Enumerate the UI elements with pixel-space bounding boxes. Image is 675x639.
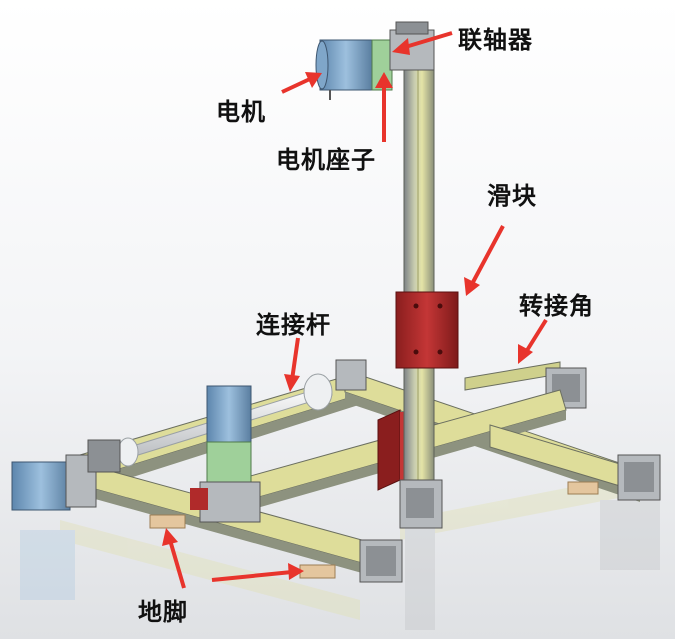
label-foot: 地脚 <box>138 598 188 626</box>
foot-left <box>149 514 186 529</box>
label-coupling: 联轴器 <box>458 26 533 54</box>
label-motor-mount: 电机座子 <box>276 146 376 174</box>
arrow-coupling <box>392 31 453 55</box>
arrow-slider <box>464 225 505 296</box>
motor-top <box>315 39 373 100</box>
motor-middle <box>190 385 261 523</box>
foot-right <box>567 481 599 495</box>
foot-middle <box>299 564 336 579</box>
arrow-motor-mount <box>375 72 393 142</box>
label-corner-bracket: 转接角 <box>519 292 594 320</box>
arrow-corner <box>518 318 548 364</box>
label-slider: 滑块 <box>487 182 537 210</box>
rail-right-front <box>489 424 661 501</box>
arrow-motor <box>281 72 322 94</box>
arrows <box>162 31 548 589</box>
corner-bracket <box>464 361 587 409</box>
slider-upper <box>395 291 459 369</box>
arrow-foot-left <box>162 528 186 589</box>
label-motor: 电机 <box>216 98 266 126</box>
arrow-rod <box>284 337 300 392</box>
floor-reflection <box>20 470 660 630</box>
arrow-foot-middle <box>211 563 304 582</box>
coupling-top <box>389 21 435 71</box>
label-connecting-rod: 连接杆 <box>256 311 331 339</box>
rail-vertical <box>399 57 443 529</box>
motor-left <box>11 439 121 511</box>
